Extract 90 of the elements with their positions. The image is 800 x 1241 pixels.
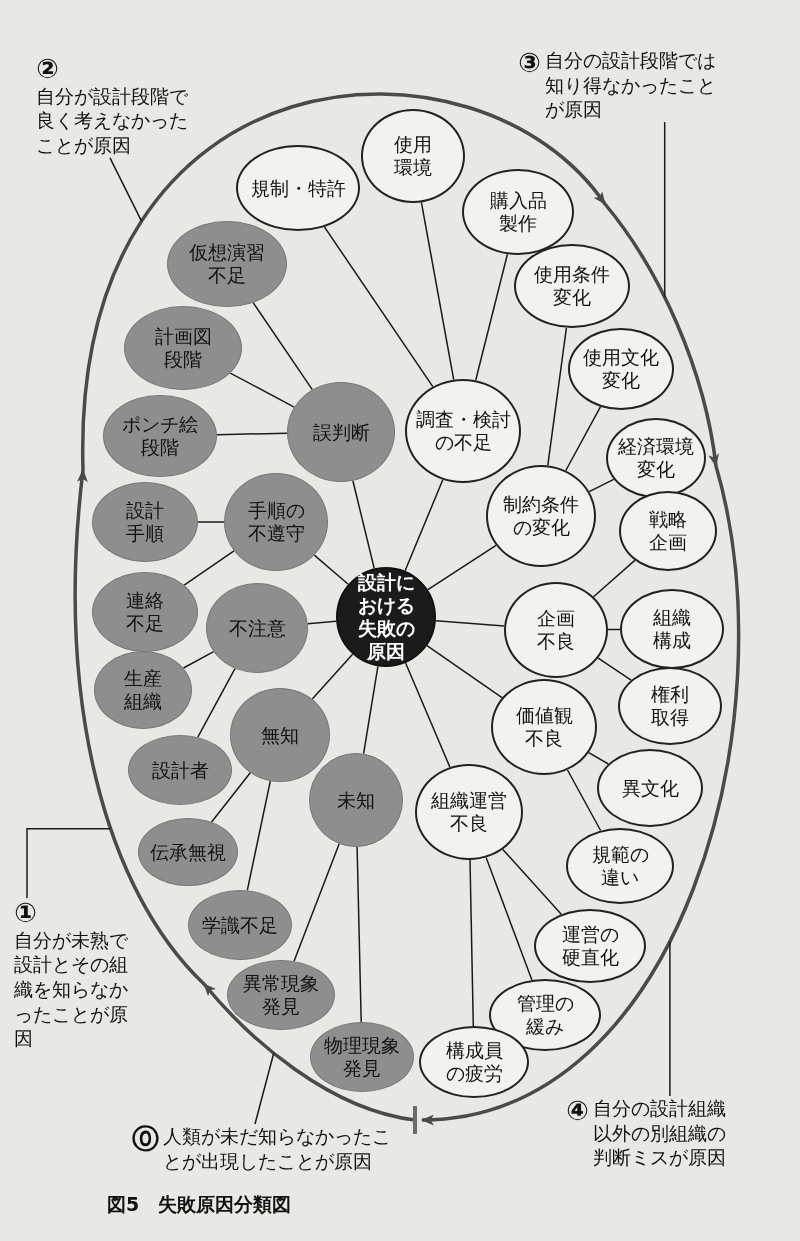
connector-line [313,554,349,586]
annotation-text: 自分の設計段階では知り得なかったことが原因 [544,48,717,123]
node-label: 不注意 [227,616,287,640]
ellipse-node [361,109,465,203]
connector-line [426,644,503,699]
connector-line [587,751,610,765]
connector-line [474,253,509,382]
node-label: 設計者 [150,758,210,782]
connector-line [597,657,632,681]
node-label: 規制・特許 [249,176,347,200]
node-label: 設計手順 [125,499,165,545]
node-label: 組織構成 [652,606,692,652]
connector-line [565,406,602,472]
node-label: ポンチ絵段階 [121,413,199,459]
ellipse-node [230,688,330,782]
connector-line [323,226,434,388]
connector-line [182,650,215,669]
annotation-text: 人類が未だ知らなかったことが出現したことが原因 [163,1124,392,1174]
connector-line [427,544,497,591]
node-label: 未知 [336,788,376,812]
connector-line [246,780,272,892]
node-label: 仮想演習不足 [188,241,266,287]
leader-line [109,157,143,222]
node-label: 使用文化変化 [582,346,660,392]
connector-line [592,559,636,598]
node-label: 学識不足 [201,913,279,937]
node-label: 誤判断 [311,420,371,444]
connector-line [420,201,455,381]
connector-line [216,432,288,436]
circled-number: ② [36,54,59,84]
connector-line [307,620,337,625]
circled-number: ④ [566,1096,589,1126]
node-label: 物理現象発見 [323,1034,401,1080]
leader-line [26,827,112,899]
node-label: 権利取得 [650,683,690,729]
node-label: 無知 [260,723,300,747]
connector-line [404,479,444,572]
connector-line [210,772,252,823]
connector-line [183,550,235,586]
ellipse-node [227,960,335,1030]
connector-line [588,478,615,493]
ellipse-node [534,909,646,983]
node-label: 生産組織 [123,667,163,713]
node-label: 運営の硬直化 [560,923,620,969]
node-label: 組織運営不良 [430,789,508,835]
node-label: 価値観不良 [514,704,574,750]
node-label: 異文化 [620,776,680,800]
node-label: 構成員の疲労 [444,1039,504,1085]
node-label: 使用環境 [393,133,433,179]
connector-line [311,653,354,700]
node-label: 計画図段階 [153,325,213,371]
connector-line [252,301,314,391]
connector-line [229,372,295,408]
node-label: 購入品製作 [488,189,548,235]
connector-line [197,667,236,738]
connector-line [352,480,375,570]
connector-line [356,846,362,1023]
node-label: 管理の緩み [515,992,575,1038]
figure-caption: 図5 失敗原因分類図 [107,1192,292,1217]
connector-line [502,848,563,915]
node-label: 異常現象発見 [242,972,320,1018]
annotation-text: 自分が設計段階で良く考えなかったことが原因 [36,83,189,158]
connector-line [485,856,533,981]
node-label: 伝承無視 [149,840,227,864]
node-label: 設計における失敗の原因 [356,571,416,663]
node-label: 経済環境変化 [617,435,695,481]
connector-line [404,662,451,768]
circled-number: ① [14,898,37,928]
circled-number: ③ [518,48,541,78]
node-label: 戦略企画 [648,508,688,554]
annotation-text: 自分が未熟で設計とその組織を知らなかったことが原因 [14,927,129,1052]
annotation-text: 自分の設計組織以外の別組織の判断ミスが原因 [592,1096,727,1171]
connector-line [469,859,475,1027]
leader-line [669,940,671,1097]
leader-line [663,121,666,298]
ellipse-node [310,1022,414,1092]
node-label: 使用条件変化 [533,263,611,309]
leader-line [254,1052,275,1125]
connector-line [197,521,225,523]
connector-line [362,665,379,755]
circled-number: ⓪ [132,1124,159,1154]
connector-line [547,327,568,467]
node-label: 調査・検討の不足 [414,408,512,454]
node-label: 手順の不遵守 [246,499,306,545]
node-label: 制約条件の変化 [502,493,580,539]
node-label: 企画不良 [536,607,576,653]
connector-line [293,843,340,962]
node-label: 規範の違い [590,843,650,889]
node-label: 連絡不足 [125,589,165,635]
connector-line [435,620,505,627]
